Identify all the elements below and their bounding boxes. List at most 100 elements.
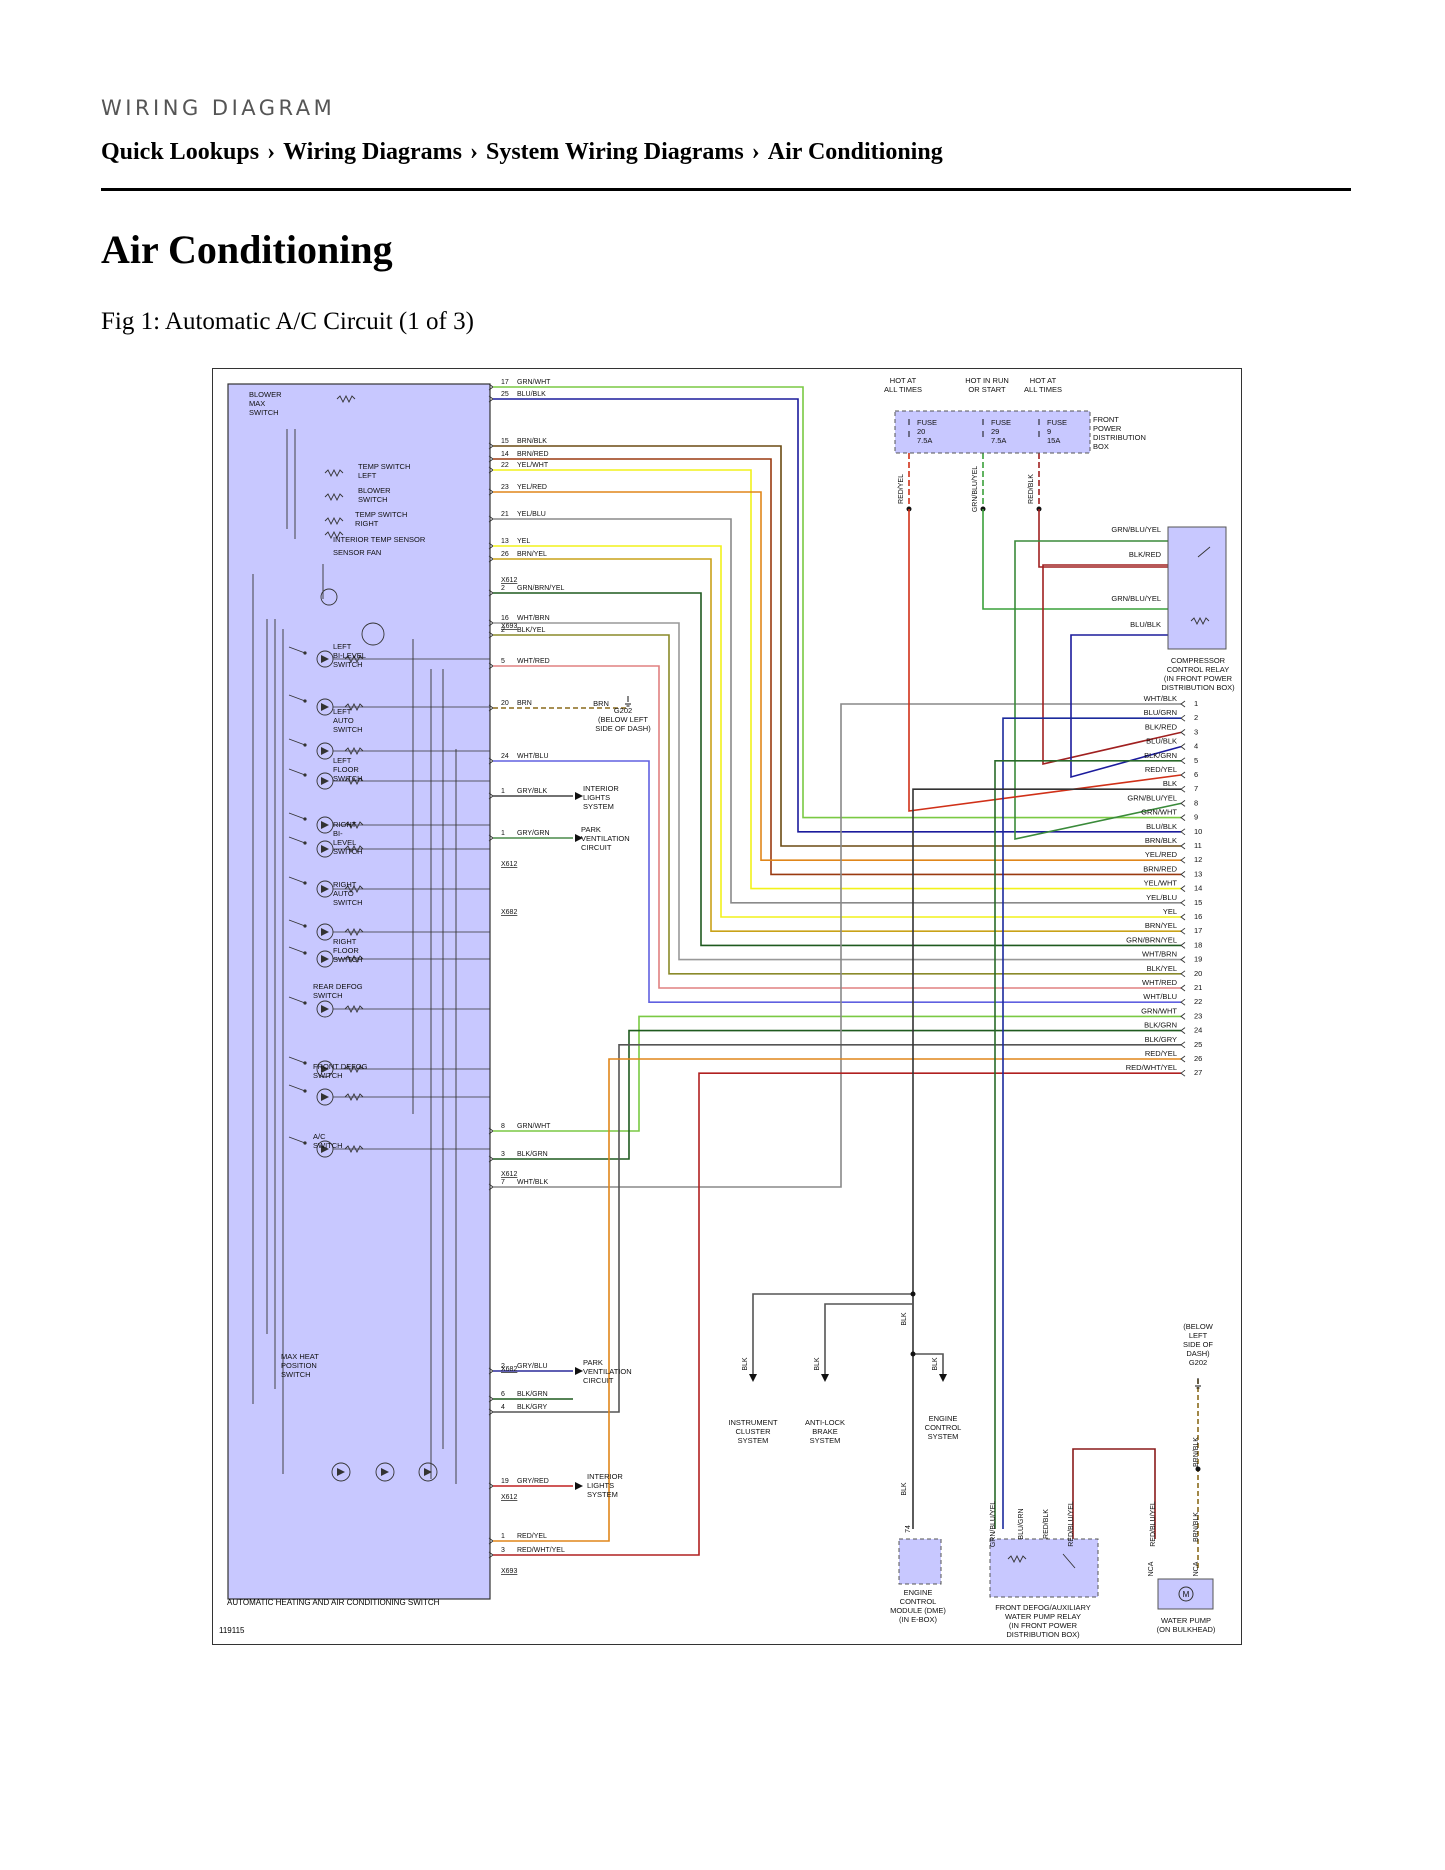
pin-number: 3 [501, 1151, 505, 1158]
wire-color-label: BLK/GRN [1144, 751, 1177, 760]
module-component-label: SWITCH [333, 725, 363, 734]
wire-color-label: BLK [932, 1357, 939, 1371]
wire-color-label: BRN [517, 700, 532, 707]
breadcrumb-wiring-diagrams[interactable]: Wiring Diagrams [283, 139, 462, 165]
fuse-label: 20 [917, 427, 925, 436]
pin-connector [1180, 700, 1186, 708]
pin-number: 21 [501, 511, 509, 518]
relay-symbol-icon [1007, 1553, 1076, 1569]
module-component-label: FLOOR [333, 765, 359, 774]
pin-connector [1180, 899, 1186, 907]
wire-harness [488, 383, 1201, 1569]
switch-contact [288, 919, 306, 927]
pin-number: 14 [1194, 884, 1202, 893]
wire-color-label: WHT/BLU [1143, 992, 1177, 1001]
breadcrumb-system-wiring-diagrams[interactable]: System Wiring Diagrams [485, 139, 744, 165]
wire-color-label: RED/BLK [1028, 474, 1035, 504]
pin-connector [1180, 998, 1186, 1006]
breadcrumb-separator: › [267, 139, 276, 165]
pin-number: 9 [1194, 813, 1198, 822]
pin-number: 3 [501, 1547, 505, 1554]
switch-contact [288, 836, 306, 844]
pin-number: 4 [501, 1404, 505, 1411]
pin-connector [1180, 856, 1186, 864]
wire-color-label: BLU/BLK [1130, 620, 1161, 629]
aux-relay-label: WATER PUMP RELAY [1005, 1612, 1081, 1621]
pin-connector [1180, 743, 1186, 750]
module-component-label: BLOWER [358, 486, 391, 495]
module-component-label: SWITCH [358, 495, 388, 504]
pin-number: 2 [501, 1363, 505, 1370]
fuse-header-label: HOT AT [890, 376, 917, 385]
pin-number: 22 [1194, 997, 1202, 1006]
module-component-label: RIGHT [333, 880, 357, 889]
fuse-label: 15A [1047, 436, 1060, 445]
module-component-label: BI- [333, 829, 343, 838]
wire-color-label: BLU/BLK [1146, 822, 1177, 831]
resistor-icon [344, 1004, 364, 1014]
pin-number: 26 [1194, 1054, 1202, 1063]
destination-label: ENGINE [929, 1414, 958, 1423]
wire-color-label: BRN/RED [517, 451, 549, 458]
connector-id: X693 [501, 1568, 517, 1575]
destination-label: LIGHTS [587, 1481, 614, 1490]
led-indicator-icon [331, 1462, 351, 1482]
splice-node [910, 1351, 916, 1357]
pin-connector [1180, 771, 1186, 779]
ground-label: (BELOW LEFT [598, 715, 648, 724]
wire-color-label: BRN/BLK [1193, 1512, 1200, 1542]
diode-icon [321, 777, 329, 785]
destination-label: VENTILATION [583, 1367, 632, 1376]
destination-label: SYSTEM [587, 1490, 618, 1499]
pin-number: 19 [501, 1478, 509, 1485]
ecm-label: ENGINE [904, 1588, 933, 1597]
fuse-label: FUSE [1047, 418, 1067, 427]
module-component-label: POSITION [281, 1361, 317, 1370]
resistor-icon [344, 1092, 364, 1102]
resistor-icon [324, 530, 344, 540]
breadcrumb-quick-lookups[interactable]: Quick Lookups [101, 139, 260, 165]
relay-label: (IN FRONT POWER [1164, 674, 1233, 683]
wire-color-label: GRN/BLU/YEL [1111, 525, 1161, 534]
breadcrumb-air-conditioning[interactable]: Air Conditioning [767, 139, 943, 165]
harness-wire [493, 592, 1181, 947]
module-component-label: LEFT [333, 756, 352, 765]
arrow-icon [749, 1374, 757, 1382]
wire-color-label: YEL/WHT [1144, 879, 1178, 888]
module-component-label: SWITCH [313, 991, 343, 1000]
module-component-label: REAR DEFOG [313, 982, 363, 991]
pin-number: 10 [1194, 827, 1202, 836]
harness-wire [493, 634, 1181, 975]
pin-connector [1180, 871, 1186, 878]
wire-color-label: WHT/BLK [517, 1179, 548, 1186]
destination-label: CLUSTER [735, 1427, 771, 1436]
resistor-icon [344, 884, 364, 894]
fuse-header-label: ALL TIMES [884, 385, 922, 394]
wire-color-label: GRN/BLU/YEL [1127, 793, 1177, 802]
wire-color-label: RED/BLU/YEL [1068, 1501, 1075, 1547]
destination-label: INTERIOR [587, 1472, 623, 1481]
relay-label: COMPRESSOR [1171, 656, 1226, 665]
pin-connector [1180, 714, 1186, 722]
pin-connector [1180, 800, 1186, 807]
resistor-icon [324, 516, 344, 526]
arrow-icon [821, 1374, 829, 1382]
pin-number: 24 [1194, 1026, 1202, 1035]
resistor-icon [344, 702, 364, 712]
harness-wire [493, 1029, 1181, 1160]
wire-color-label: BRN [593, 699, 609, 708]
module-component-label: AUTO [333, 716, 354, 725]
fuse-box-label: FRONT [1093, 415, 1119, 424]
led-indicator-icon [375, 1462, 395, 1482]
pin-number: 1 [501, 1533, 505, 1540]
pin-connector [1180, 785, 1186, 793]
pin-number: 5 [1194, 756, 1198, 765]
ecm-label: MODULE (DME) [890, 1606, 946, 1615]
fuse-header-label: HOT IN RUN [965, 376, 1009, 385]
diode-icon [321, 1093, 329, 1101]
pin-connector [1180, 1041, 1186, 1049]
wire-color-label: WHT/BRN [1142, 950, 1177, 959]
harness-wire [912, 788, 1181, 1529]
aux-relay-label: DISTRIBUTION BOX) [1006, 1630, 1080, 1639]
